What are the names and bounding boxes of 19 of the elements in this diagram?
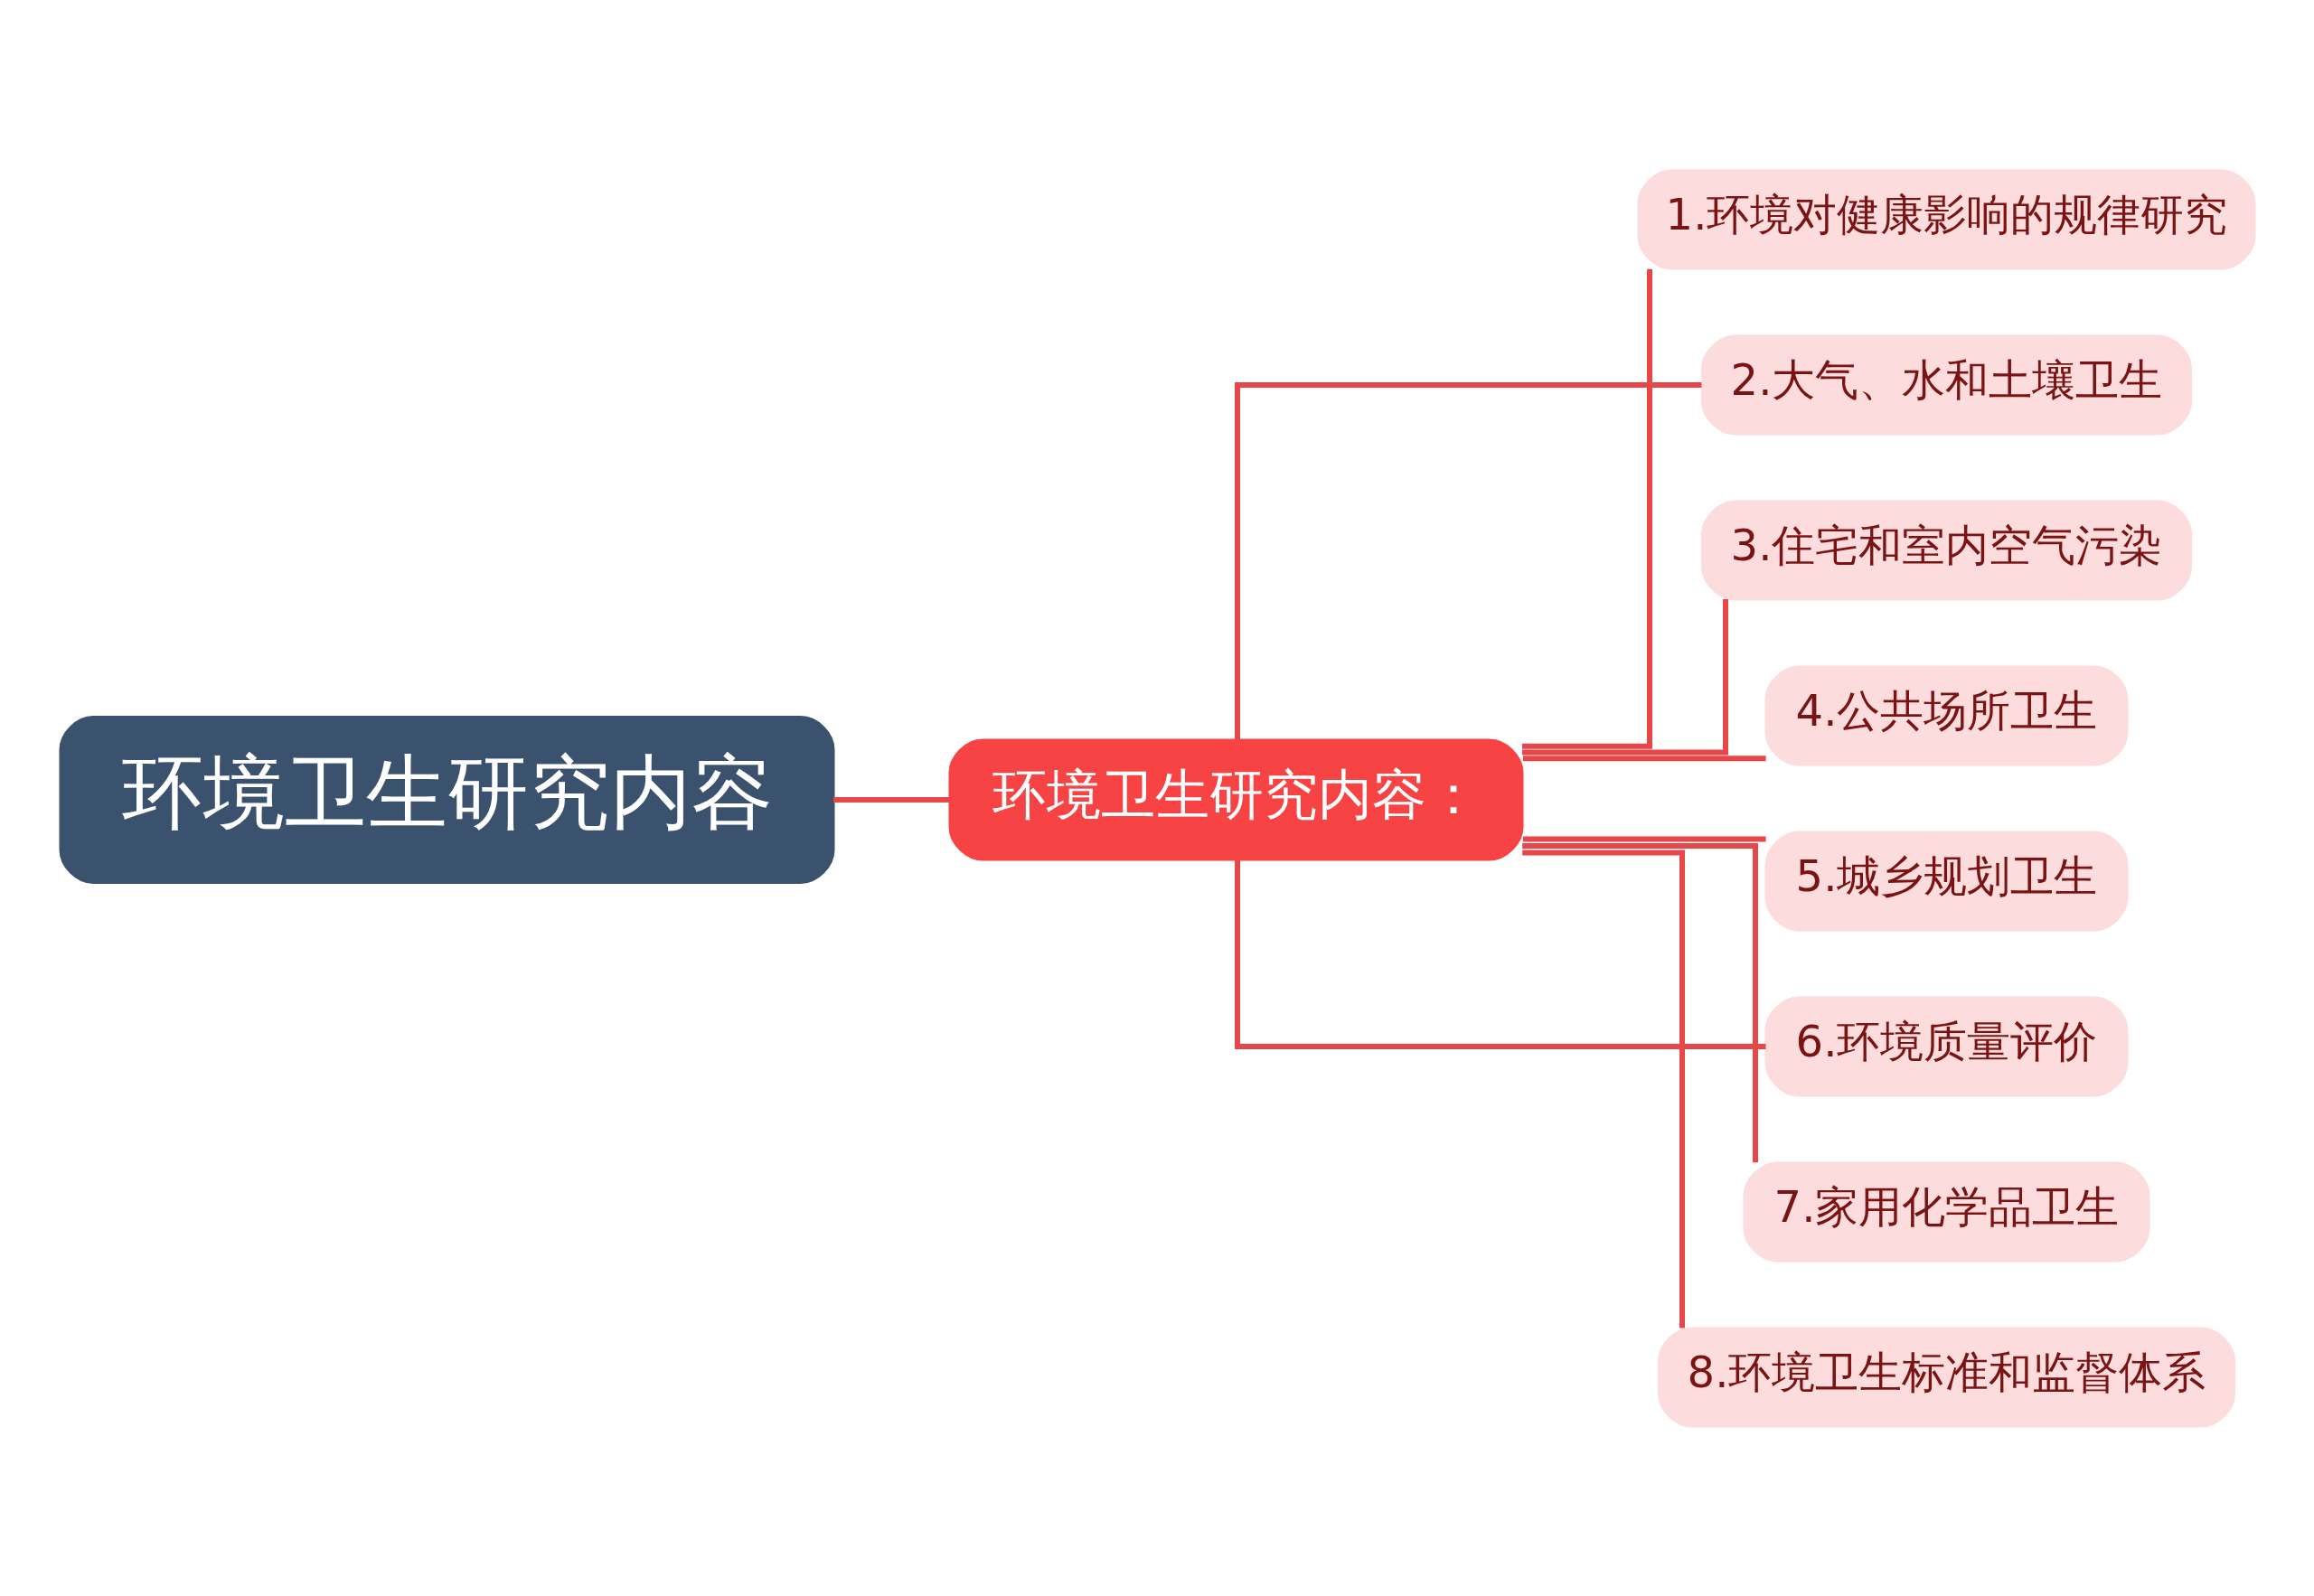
node-box: 3.住宅和室内空气污染 — [1700, 500, 2192, 600]
connector — [1234, 859, 1765, 1049]
node-box: 2.大气、水和土壤卫生 — [1700, 334, 2192, 435]
connector — [1521, 850, 1685, 1328]
connector — [1521, 268, 1652, 749]
connector — [1521, 598, 1728, 755]
connector — [1522, 755, 1766, 761]
connector — [832, 796, 949, 803]
connector — [1521, 842, 1758, 1162]
connector — [1522, 836, 1766, 841]
node-box: 4.公共场所卫生 — [1764, 665, 2128, 765]
connector — [1234, 381, 1701, 739]
node-box: 5.城乡规划卫生 — [1764, 831, 2128, 931]
node-box: 7.家用化学品卫生 — [1743, 1161, 2149, 1262]
node-box: 6.环境质量评价 — [1764, 996, 2128, 1096]
node-box: 环境卫生研究内容： — [948, 738, 1523, 860]
node-box: 环境卫生研究内容 — [59, 715, 834, 884]
node-box: 1.环境对健康影响的规律研究 — [1637, 169, 2255, 269]
node-box: 8.环境卫生标准和监督体系 — [1657, 1327, 2235, 1427]
